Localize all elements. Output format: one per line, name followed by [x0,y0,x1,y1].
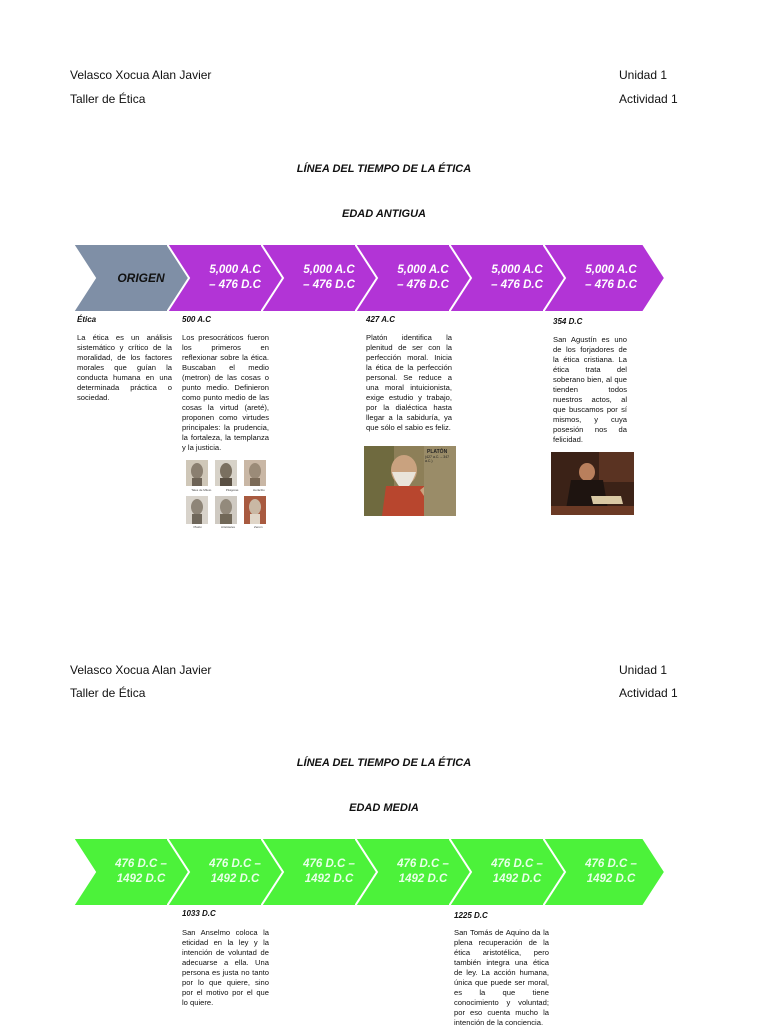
timeline-chevron: 476 D.C – 1492 D.C [543,838,665,906]
chevron-arrow-icon [167,838,289,906]
chevron-label: 476 D.C – 1492 D.C [491,858,543,885]
chevron-label: 5,000 A.C – 476 D.C [209,264,261,291]
chevron-arrow-icon [355,838,477,906]
entry-text: La ética es un análisis sistemático y cr… [77,333,172,402]
caption: Aristóteles [220,525,235,529]
entry-text: Platón identifica la plenitud de ser con… [366,333,452,432]
plato-portrait-icon [364,446,456,516]
chevron-arrow-icon [543,838,665,906]
caption: Tales de Mileto [191,488,212,492]
chevron-arrow-icon [261,244,383,312]
entry-date: 1033 D.C [182,909,216,918]
chevron-label: 5,000 A.C – 476 D.C [491,264,543,291]
chevron-arrow-icon [355,244,477,312]
chevron-arrow-icon [73,244,195,312]
chevron-arrow-icon [73,838,195,906]
timeline-chevron: 476 D.C – 1492 D.C [355,838,477,906]
activity-label: Actividad 1 [619,686,678,700]
chevron-label: 5,000 A.C – 476 D.C [397,264,449,291]
author-name: Velasco Xocua Alan Javier [70,663,212,677]
chevron-arrow-icon [449,244,571,312]
chevron-label: 5,000 A.C – 476 D.C [585,264,637,291]
era-heading: EDAD MEDIA [349,802,419,814]
caption: Zenón [253,525,263,529]
timeline-chevron: 476 D.C – 1492 D.C [261,838,383,906]
timeline-chevron: 5,000 A.C – 476 D.C [355,244,477,312]
timeline-chevron: 476 D.C – 1492 D.C [449,838,571,906]
chevron-label: 476 D.C – 1492 D.C [303,858,355,885]
plato-years: (427 a.C. – 347 a.C.) [425,455,450,463]
chevron-label: 476 D.C – 1492 D.C [115,858,167,885]
chevron-arrow-icon [543,244,665,312]
course-name: Taller de Ética [70,686,146,700]
timeline-chevron: ORIGEN [73,244,195,312]
unit-label: Unidad 1 [619,663,668,677]
caption: Pitágoras [225,488,239,492]
page-title: LÍNEA DEL TIEMPO DE LA ÉTICA [296,757,472,769]
caption: Platón [193,525,202,529]
plato-caption: PLATÓN [427,449,448,455]
entry-text: San Tomás de Aquino da la plena recupera… [454,928,549,1027]
chevron-label: ORIGEN [117,270,165,285]
san-agustin-image [551,452,634,515]
era-heading: EDAD ANTIGUA [342,208,426,220]
chevron-label: 476 D.C – 1492 D.C [209,858,261,885]
timeline-chevron: 5,000 A.C – 476 D.C [543,244,665,312]
plato-image: PLATÓN (427 a.C. – 347 a.C.) [364,446,456,516]
entry-date: 427 A.C [366,315,396,324]
entry-date: 1225 D.C [454,911,488,920]
chevron-label: 5,000 A.C – 476 D.C [303,264,355,291]
page-title: LÍNEA DEL TIEMPO DE LA ÉTICA [296,163,472,175]
chevron-label: 476 D.C – 1492 D.C [585,858,637,885]
chevron-arrow-icon [449,838,571,906]
timeline-chevron: 5,000 A.C – 476 D.C [261,244,383,312]
entry-text: Los presocráticos fueron los primeros en… [182,333,269,452]
chevron-label: 476 D.C – 1492 D.C [397,858,449,885]
entry-date: 500 A.C [182,315,212,324]
entry-text: San Anselmo coloca la eticidad en la ley… [182,928,269,1007]
timeline-chevron: 5,000 A.C – 476 D.C [167,244,289,312]
entry-text: San Agustín es uno de los forjadores de … [553,335,627,444]
timeline-chevron: 476 D.C – 1492 D.C [167,838,289,906]
unit-label: Unidad 1 [619,68,668,82]
timeline-chevron: 5,000 A.C – 476 D.C [449,244,571,312]
san-agustin-portrait-icon [551,452,634,515]
activity-label: Actividad 1 [619,92,678,106]
entry-date: Ética [77,315,97,324]
entry-date: 354 D.C [553,317,583,326]
caption: Heráclito [252,488,265,492]
chevron-arrow-icon [167,244,289,312]
philosophers-image: Tales de Mileto Pitágoras Heráclito Plat… [182,458,270,530]
timeline-chevron: 476 D.C – 1492 D.C [73,838,195,906]
author-name: Velasco Xocua Alan Javier [70,68,212,82]
course-name: Taller de Ética [70,92,146,106]
chevron-arrow-icon [261,838,383,906]
philosophers-grid-icon [186,460,266,524]
